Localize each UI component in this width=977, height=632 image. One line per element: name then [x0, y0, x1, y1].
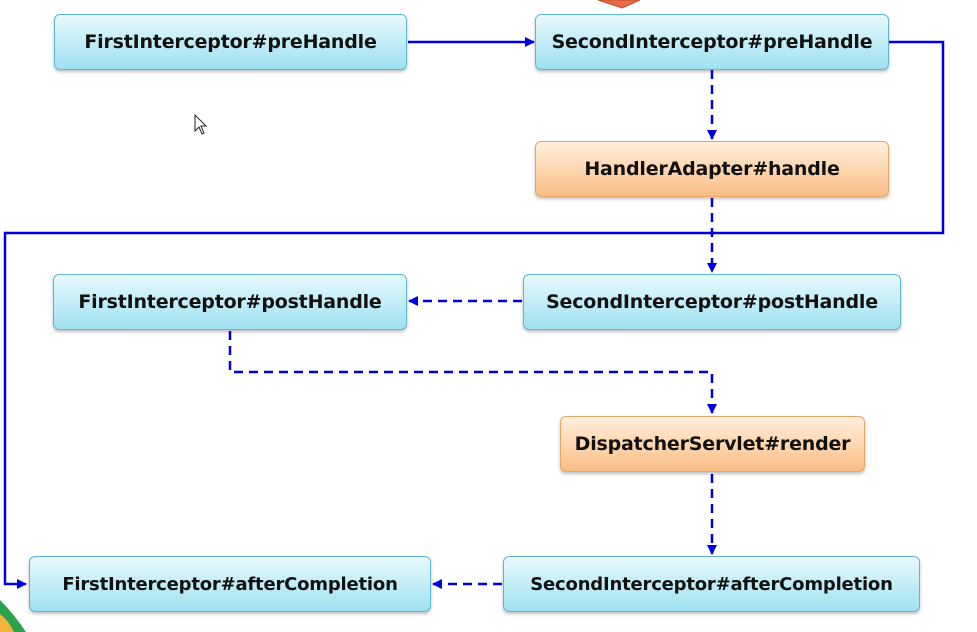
node-first-interceptor-prehandle: FirstInterceptor#preHandle — [54, 14, 407, 70]
node-first-interceptor-posthandle: FirstInterceptor#postHandle — [53, 274, 407, 330]
top-red-shape — [597, 0, 641, 9]
node-second-interceptor-aftercompletion: SecondInterceptor#afterCompletion — [503, 556, 920, 612]
arrow-first-post-to-render — [228, 331, 717, 414]
node-first-interceptor-aftercompletion: FirstInterceptor#afterCompletion — [29, 556, 431, 612]
node-second-interceptor-posthandle: SecondInterceptor#postHandle — [523, 274, 901, 330]
bottom-left-corner-shape-2 — [0, 614, 14, 632]
node-handler-adapter-handle: HandlerAdapter#handle — [535, 141, 889, 197]
mouse-cursor-icon — [194, 114, 208, 135]
arrow-second-pre-to-first-after — [3, 40, 945, 589]
node-second-interceptor-prehandle: SecondInterceptor#preHandle — [535, 14, 889, 70]
node-dispatcher-servlet-render: DispatcherServlet#render — [560, 416, 865, 472]
